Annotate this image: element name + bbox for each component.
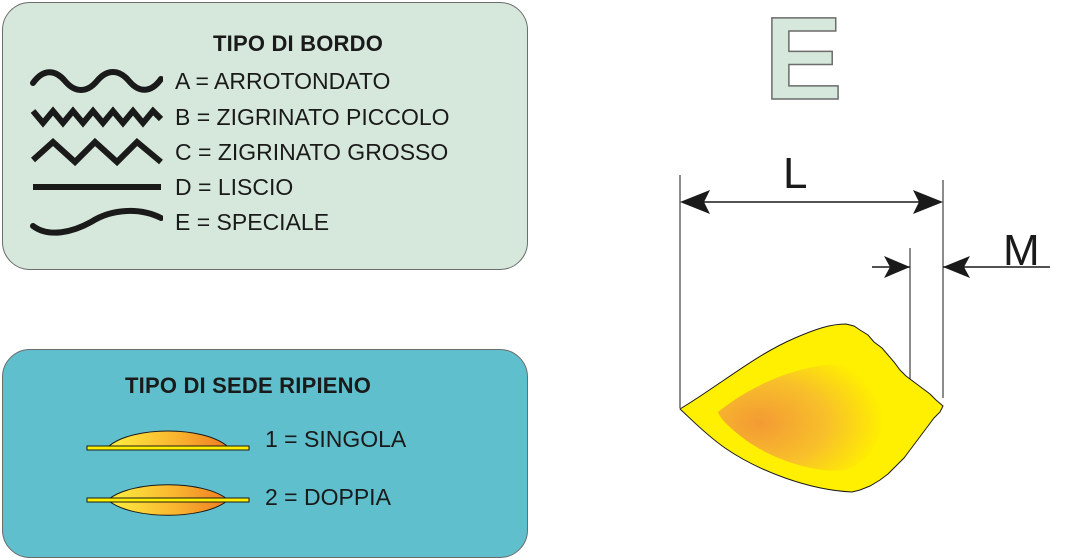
shape-code-letter: E [763, 0, 843, 125]
border-legend-label: A = ARROTONDATO [175, 68, 391, 94]
pasta-shape-diagram [679, 175, 1050, 493]
dimension-label-l: L [783, 149, 808, 198]
double-seat-icon [86, 484, 250, 516]
border-legend-label: E = SPECIALE [175, 209, 330, 235]
border-type-panel: TIPO DI BORDO A = ARROTONDATO B = ZIGRIN… [2, 2, 528, 270]
border-legend-item-b: B = ZIGRINATO PICCOLO [29, 101, 519, 133]
single-seat-icon [86, 430, 250, 451]
filling-type-title: TIPO DI SEDE RIPIENO [125, 373, 372, 398]
border-legend-label: B = ZIGRINATO PICCOLO [175, 104, 450, 130]
large-zigzag-icon [30, 137, 163, 167]
filling-legend-label: 1 = SINGOLA [265, 426, 407, 452]
border-legend-item-a: A = ARROTONDATO [29, 65, 519, 97]
border-legend-item-d: D = LISCIO [29, 171, 519, 203]
straight-line-icon [33, 184, 161, 190]
special-curve-icon [30, 207, 163, 236]
border-legend-label: C = ZIGRINATO GROSSO [175, 139, 449, 165]
filling-region [718, 364, 883, 471]
dimension-label-m: M [1003, 226, 1040, 275]
border-type-title: TIPO DI BORDO [213, 31, 384, 56]
border-legend-item-e: E = SPECIALE [29, 206, 519, 238]
filling-legend-item-double: 2 = DOPPIA [83, 478, 503, 518]
border-legend-label: D = LISCIO [175, 174, 294, 200]
rounded-wave-icon [30, 69, 163, 93]
filling-legend-label: 2 = DOPPIA [265, 484, 391, 510]
filling-legend-item-single: 1 = SINGOLA [83, 420, 503, 460]
filling-type-panel: TIPO DI SEDE RIPIENO 1 = SINGOLA [2, 349, 528, 558]
small-zigzag-icon [30, 106, 163, 128]
border-legend-item-c: C = ZIGRINATO GROSSO [29, 136, 519, 168]
